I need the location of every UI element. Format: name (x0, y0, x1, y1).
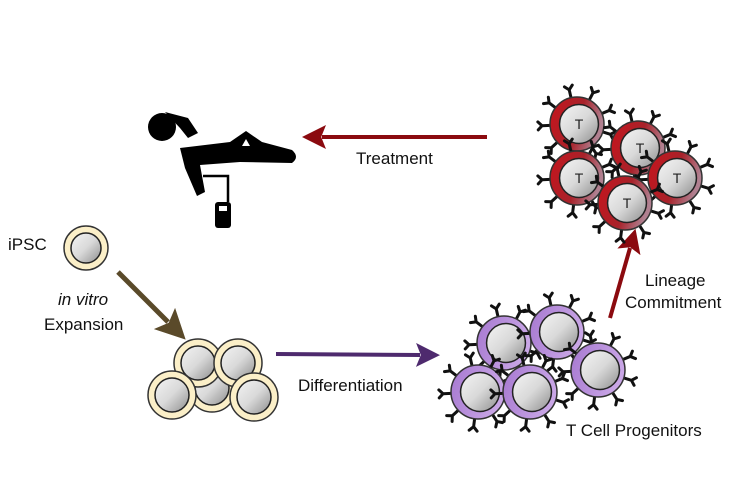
t-cell: T (584, 162, 665, 244)
tcell-cluster: T T T T T (536, 83, 715, 244)
progenitor-cell (489, 351, 570, 433)
commitment-label: Commitment (625, 293, 722, 312)
progenitor-cell (557, 329, 638, 411)
receptor-icon (437, 387, 453, 400)
ipsc-cell (147, 370, 197, 420)
receptor-icon (536, 119, 552, 132)
ipsc-label: iPSC (8, 235, 47, 254)
receptor-icon (664, 202, 678, 219)
receptor-icon (536, 173, 552, 186)
receptor-icon (597, 143, 613, 156)
receptor-icon (463, 338, 479, 351)
expansion-label-italic: in vitro (58, 290, 108, 309)
t-cell-marker: T (575, 116, 584, 132)
ipsc-cell (63, 225, 109, 271)
receptor-icon (519, 416, 533, 433)
receptor-icon (587, 394, 601, 411)
patient-icon (148, 112, 296, 228)
expansion-label: Expansion (44, 315, 123, 334)
lineage-arrow (608, 228, 641, 319)
t-cell-marker: T (673, 170, 682, 186)
t-cell: T (536, 137, 617, 219)
t-cell-marker: T (636, 140, 645, 156)
differentiation-arrow (275, 342, 440, 367)
progenitors-label: T Cell Progenitors (566, 421, 702, 440)
receptor-icon (467, 416, 481, 433)
ipsc-cell (229, 372, 279, 422)
receptor-icon (566, 202, 580, 219)
t-cell-marker: T (623, 195, 632, 211)
progenitor-cluster (437, 291, 638, 433)
differentiation-label: Differentiation (298, 376, 403, 395)
expanded-ipsc-cluster (147, 338, 279, 422)
t-cell: T (536, 83, 617, 165)
treatment-label: Treatment (356, 149, 433, 168)
t-cell-marker: T (575, 170, 584, 186)
lineage-label: Lineage (645, 271, 706, 290)
expansion-arrow (116, 270, 186, 340)
receptor-icon (614, 227, 628, 244)
